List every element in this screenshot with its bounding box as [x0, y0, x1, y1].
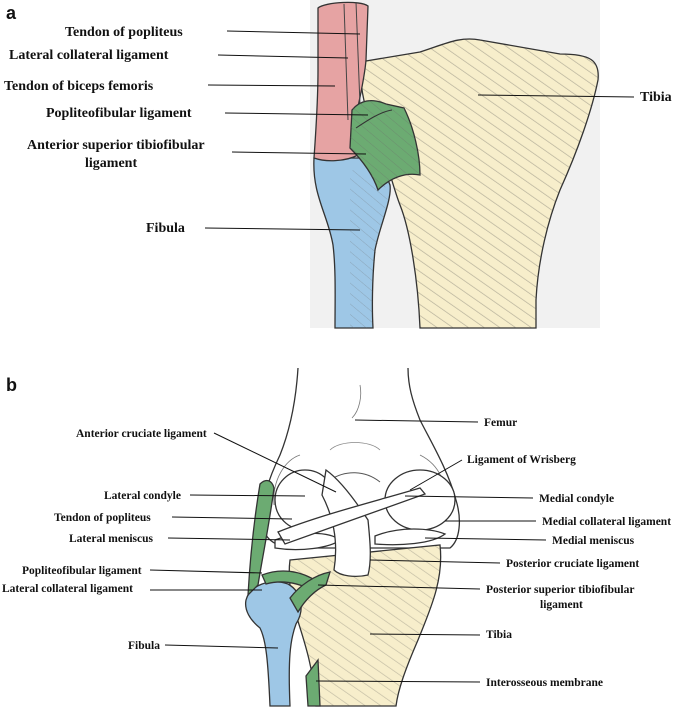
leader-popliteofibular-ligament-a: [224, 112, 369, 116]
label-posterior-superior-tibiofibular-ligament-line1: Posterior superior tibiofibular: [486, 584, 634, 596]
ligament-of-wrisberg-shape: [277, 487, 427, 545]
panel-b-letter: b: [6, 375, 17, 395]
popliteofibular-ligament-a: [349, 99, 421, 192]
leader-lateral-condyle: [189, 494, 306, 497]
tibia-a: [359, 38, 599, 329]
posterior-cruciate-ligament-shape: [321, 468, 371, 577]
leader-tendon-of-popliteus-a: [226, 30, 361, 35]
leader-tendon-of-biceps-femoris-a: [207, 84, 336, 87]
label-ligament-of-wrisberg: Ligament of Wrisberg: [467, 454, 576, 466]
label-anterior-superior-tibiofibular-ligament-line2: ligament: [85, 156, 137, 171]
label-fibula-a: Fibula: [146, 221, 185, 236]
leader-popliteofibular-ligament-b: [149, 569, 263, 574]
leader-lateral-meniscus: [167, 537, 291, 541]
label-tibia-b: Tibia: [486, 629, 512, 641]
leader-anterior-superior-tibiofibular-ligament: [231, 151, 367, 155]
leader-fibula-b: [164, 644, 279, 649]
leader-femur: [354, 419, 479, 423]
label-tendon-of-biceps-femoris-a: Tendon of biceps femoris: [4, 79, 154, 94]
panel-a: a Tendon of popliteus Lateral collateral: [4, 0, 672, 329]
label-lateral-condyle: Lateral condyle: [104, 490, 181, 502]
fibula-b: [244, 581, 302, 707]
label-interosseous-membrane: Interosseous membrane: [486, 677, 603, 689]
leader-lateral-collateral-ligament-a: [217, 54, 349, 59]
label-medial-condyle: Medial condyle: [539, 493, 614, 505]
label-medial-collateral-ligament: Medial collateral ligament: [542, 516, 671, 528]
leader-tibia-b: [369, 633, 481, 636]
label-posterior-cruciate-ligament: Posterior cruciate ligament: [506, 558, 639, 570]
label-medial-meniscus: Medial meniscus: [552, 535, 635, 547]
leader-medial-meniscus: [424, 537, 547, 541]
label-popliteofibular-ligament-a: Popliteofibular ligament: [46, 106, 192, 121]
tendon-of-popliteus-shape: [247, 479, 275, 597]
label-tibia-a: Tibia: [640, 90, 672, 105]
label-femur: Femur: [484, 417, 517, 429]
panel-a-letter: a: [6, 3, 17, 23]
leader-posterior-cruciate-ligament: [369, 559, 501, 564]
fibula-a: [313, 157, 391, 329]
label-tendon-of-popliteus-a: Tendon of popliteus: [65, 25, 183, 40]
label-anterior-cruciate-ligament: Anterior cruciate ligament: [76, 428, 207, 440]
medial-meniscus-shape: [374, 528, 447, 546]
label-posterior-superior-tibiofibular-ligament-line2: ligament: [540, 599, 583, 611]
interosseous-membrane-shape: [305, 658, 321, 707]
label-fibula-b: Fibula: [128, 640, 160, 652]
leader-medial-condyle: [404, 495, 534, 499]
leader-tendon-of-popliteus-b: [171, 516, 293, 520]
leader-interosseous-membrane: [315, 680, 481, 683]
label-popliteofibular-ligament-b: Popliteofibular ligament: [22, 565, 142, 577]
leader-fibula-a: [204, 227, 361, 231]
leader-anterior-cruciate-ligament: [213, 432, 337, 493]
label-lateral-collateral-ligament-b: Lateral collateral ligament: [2, 583, 133, 595]
leader-tibia-a: [477, 94, 635, 98]
label-anterior-superior-tibiofibular-ligament-line1: Anterior superior tibiofibular: [27, 138, 205, 153]
label-lateral-meniscus: Lateral meniscus: [69, 533, 154, 545]
leader-posterior-superior-tibiofibular-ligament: [317, 584, 481, 590]
label-tendon-of-popliteus-b: Tendon of popliteus: [54, 512, 151, 524]
panel-b: b Femur: [2, 367, 671, 707]
label-lateral-collateral-ligament-a: Lateral collateral ligament: [9, 48, 169, 63]
leader-ligament-of-wrisberg: [409, 459, 463, 491]
